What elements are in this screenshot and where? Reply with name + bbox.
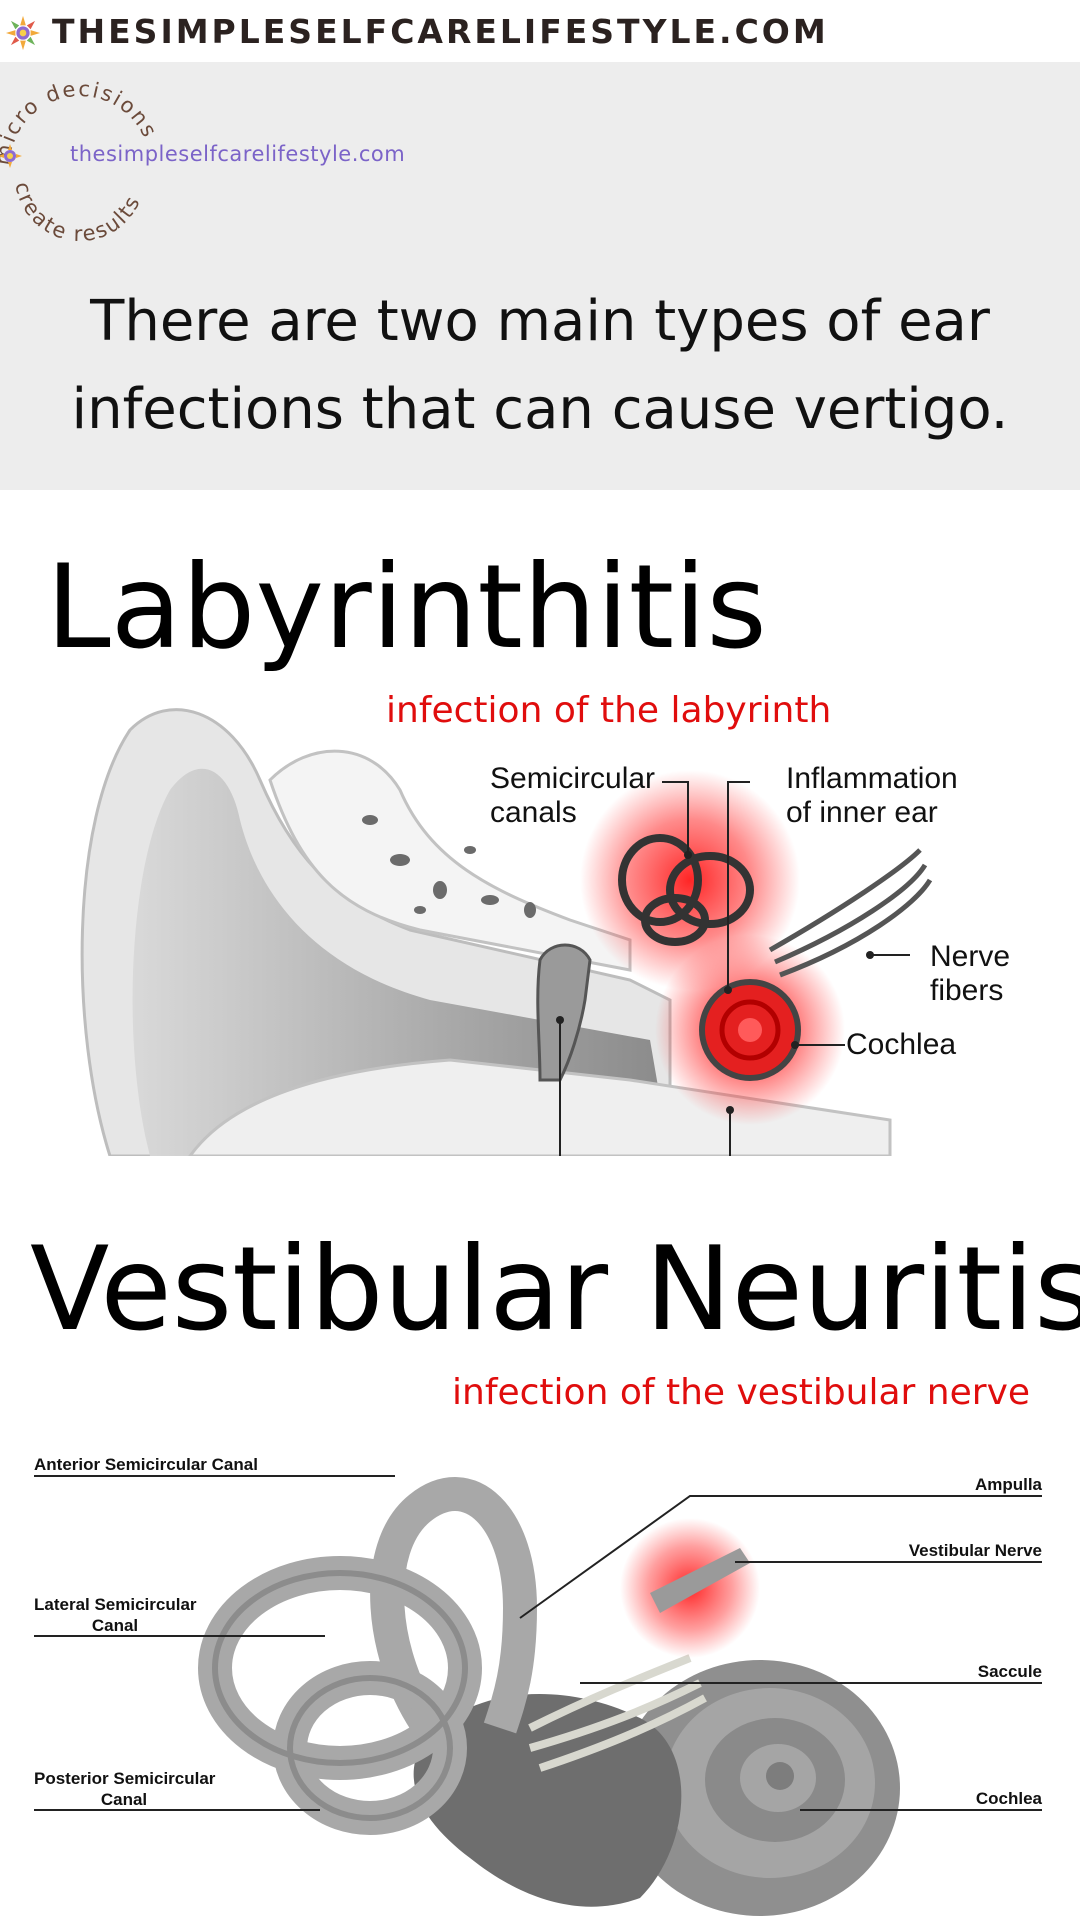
intro-band xyxy=(0,62,1080,490)
label-ampulla: Ampulla xyxy=(975,1475,1043,1494)
intro-text: There are two main types of ear infectio… xyxy=(40,278,1040,454)
vestibular-neuritis-title: Vestibular Neuritis xyxy=(30,1222,1080,1357)
label-semicircular-2: canals xyxy=(490,796,577,829)
micro-decisions-stamp: micro decisions create results xyxy=(0,77,160,246)
ear-cross-section-illustration: Semicircular canals Inflammation of inne… xyxy=(80,708,1010,1156)
stamp-sun-icon xyxy=(0,144,22,168)
label-posterior-canal-2: Canal xyxy=(101,1790,147,1809)
svg-text:create results: create results xyxy=(10,180,145,246)
inner-ear-illustration: Anterior Semicircular Canal Lateral Semi… xyxy=(34,1455,1043,1916)
intro-line-2: infections that can cause vertigo. xyxy=(71,377,1009,442)
label-anterior-canal: Anterior Semicircular Canal xyxy=(34,1455,258,1474)
site-name[interactable]: THESIMPLESELFCARELIFESTYLE.COM xyxy=(52,12,829,51)
label-vestibular-nerve: Vestibular Nerve xyxy=(909,1541,1042,1560)
label-saccule: Saccule xyxy=(978,1662,1042,1681)
intro-line-1: There are two main types of ear xyxy=(90,289,990,354)
labyrinthitis-subtitle: infection of the labyrinth xyxy=(386,690,832,731)
site-header: THESIMPLESELFCARELIFESTYLE.COM xyxy=(0,0,1080,62)
label-posterior-canal-1: Posterior Semicircular xyxy=(34,1769,216,1788)
sun-flower-logo-icon xyxy=(5,15,41,51)
label-nerve-1: Nerve xyxy=(930,940,1010,973)
label-semicircular-1: Semicircular xyxy=(490,762,655,795)
label-lateral-canal-1: Lateral Semicircular xyxy=(34,1595,197,1614)
label-inflammation-1: Inflammation xyxy=(786,762,958,795)
label-lateral-canal-2: Canal xyxy=(92,1616,138,1635)
vestibular-neuritis-subtitle: infection of the vestibular nerve xyxy=(452,1372,1031,1413)
stamp-url[interactable]: thesimpleselfcarelifestyle.com xyxy=(70,142,406,166)
labyrinthitis-title: Labyrinthitis xyxy=(46,540,767,675)
label-cochlea: Cochlea xyxy=(846,1028,956,1061)
stamp-ring-bottom: create results xyxy=(10,180,143,246)
label-cochlea-inner: Cochlea xyxy=(976,1789,1043,1808)
label-nerve-2: fibers xyxy=(930,974,1003,1007)
label-inflammation-2: of inner ear xyxy=(786,796,938,829)
